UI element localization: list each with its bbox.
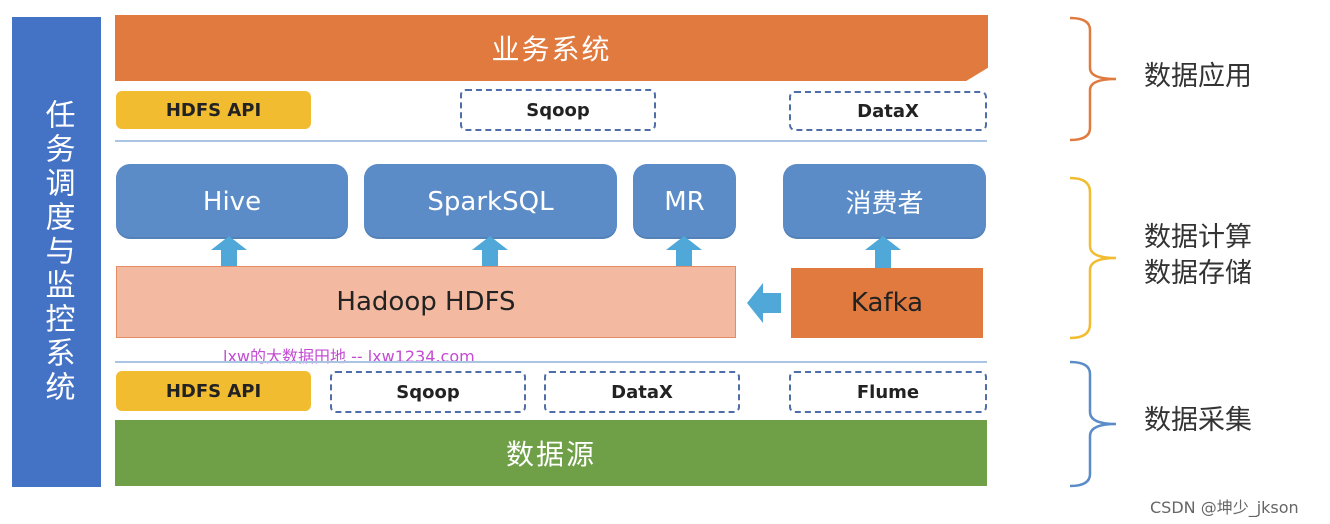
up-arrow-icon (211, 236, 247, 270)
separator-bottom (115, 361, 987, 363)
top-datax-label: DataX (857, 100, 919, 122)
bottom-sqoop-box: Sqoop (330, 371, 526, 413)
brace-compute-storage (1068, 176, 1120, 340)
up-arrow-icon (666, 236, 702, 270)
business-system-bar: 业务系统 (115, 15, 988, 81)
top-sqoop-label: Sqoop (526, 99, 590, 121)
top-datax-box: DataX (789, 91, 987, 131)
hive-label: Hive (202, 186, 262, 217)
brace-application (1068, 16, 1120, 142)
bottom-hdfs-api-label: HDFS API (165, 380, 262, 402)
csdn-credit: CSDN @坤少_jkson (1150, 498, 1299, 517)
top-hdfs-api-box: HDFS API (116, 91, 311, 129)
data-source-bar: 数据源 (115, 420, 987, 486)
left-arrow-icon (747, 283, 781, 323)
brace-label-compute: 数据计算 (1144, 222, 1252, 253)
up-arrow-icon (472, 236, 508, 270)
watermark-text: lxw的大数据田地 -- lxw1234.com (223, 347, 475, 366)
bottom-hdfs-api-box: HDFS API (116, 371, 311, 411)
bottom-flume-label: Flume (856, 381, 920, 403)
top-hdfs-api-label: HDFS API (165, 99, 262, 121)
bottom-flume-box: Flume (789, 371, 987, 413)
sparksql-box: SparkSQL (364, 164, 617, 239)
separator-top (115, 140, 987, 142)
task-scheduling-monitoring-bar: 任务调度与监控系统 (12, 17, 101, 487)
data-source-label: 数据源 (505, 438, 596, 471)
brace-label-storage: 数据存储 (1144, 258, 1252, 290)
mr-label: MR (664, 186, 705, 217)
sparksql-label: SparkSQL (427, 186, 554, 217)
brace-label-application: 数据应用 (1144, 61, 1252, 92)
bottom-datax-label: DataX (611, 381, 673, 403)
bottom-sqoop-label: Sqoop (396, 381, 460, 403)
hive-box: Hive (116, 164, 348, 239)
hadoop-hdfs-box: Hadoop HDFS (116, 266, 736, 338)
hadoop-hdfs-label: Hadoop HDFS (336, 287, 516, 317)
consumer-box: 消费者 (783, 164, 986, 239)
brace-label-collection: 数据采集 (1144, 405, 1252, 436)
brace-label-compute-storage: 数据计算 数据存储 (1144, 220, 1252, 293)
brace-collection (1068, 360, 1120, 488)
business-system-label: 业务系统 (491, 33, 612, 66)
up-arrow-icon (865, 236, 901, 270)
kafka-box: Kafka (791, 268, 983, 338)
top-sqoop-box: Sqoop (460, 89, 656, 131)
sidebar-label: 任务调度与监控系统 (39, 99, 75, 405)
kafka-label: Kafka (850, 288, 924, 318)
bottom-datax-box: DataX (544, 371, 740, 413)
consumer-label: 消费者 (845, 189, 924, 219)
mr-box: MR (633, 164, 736, 239)
